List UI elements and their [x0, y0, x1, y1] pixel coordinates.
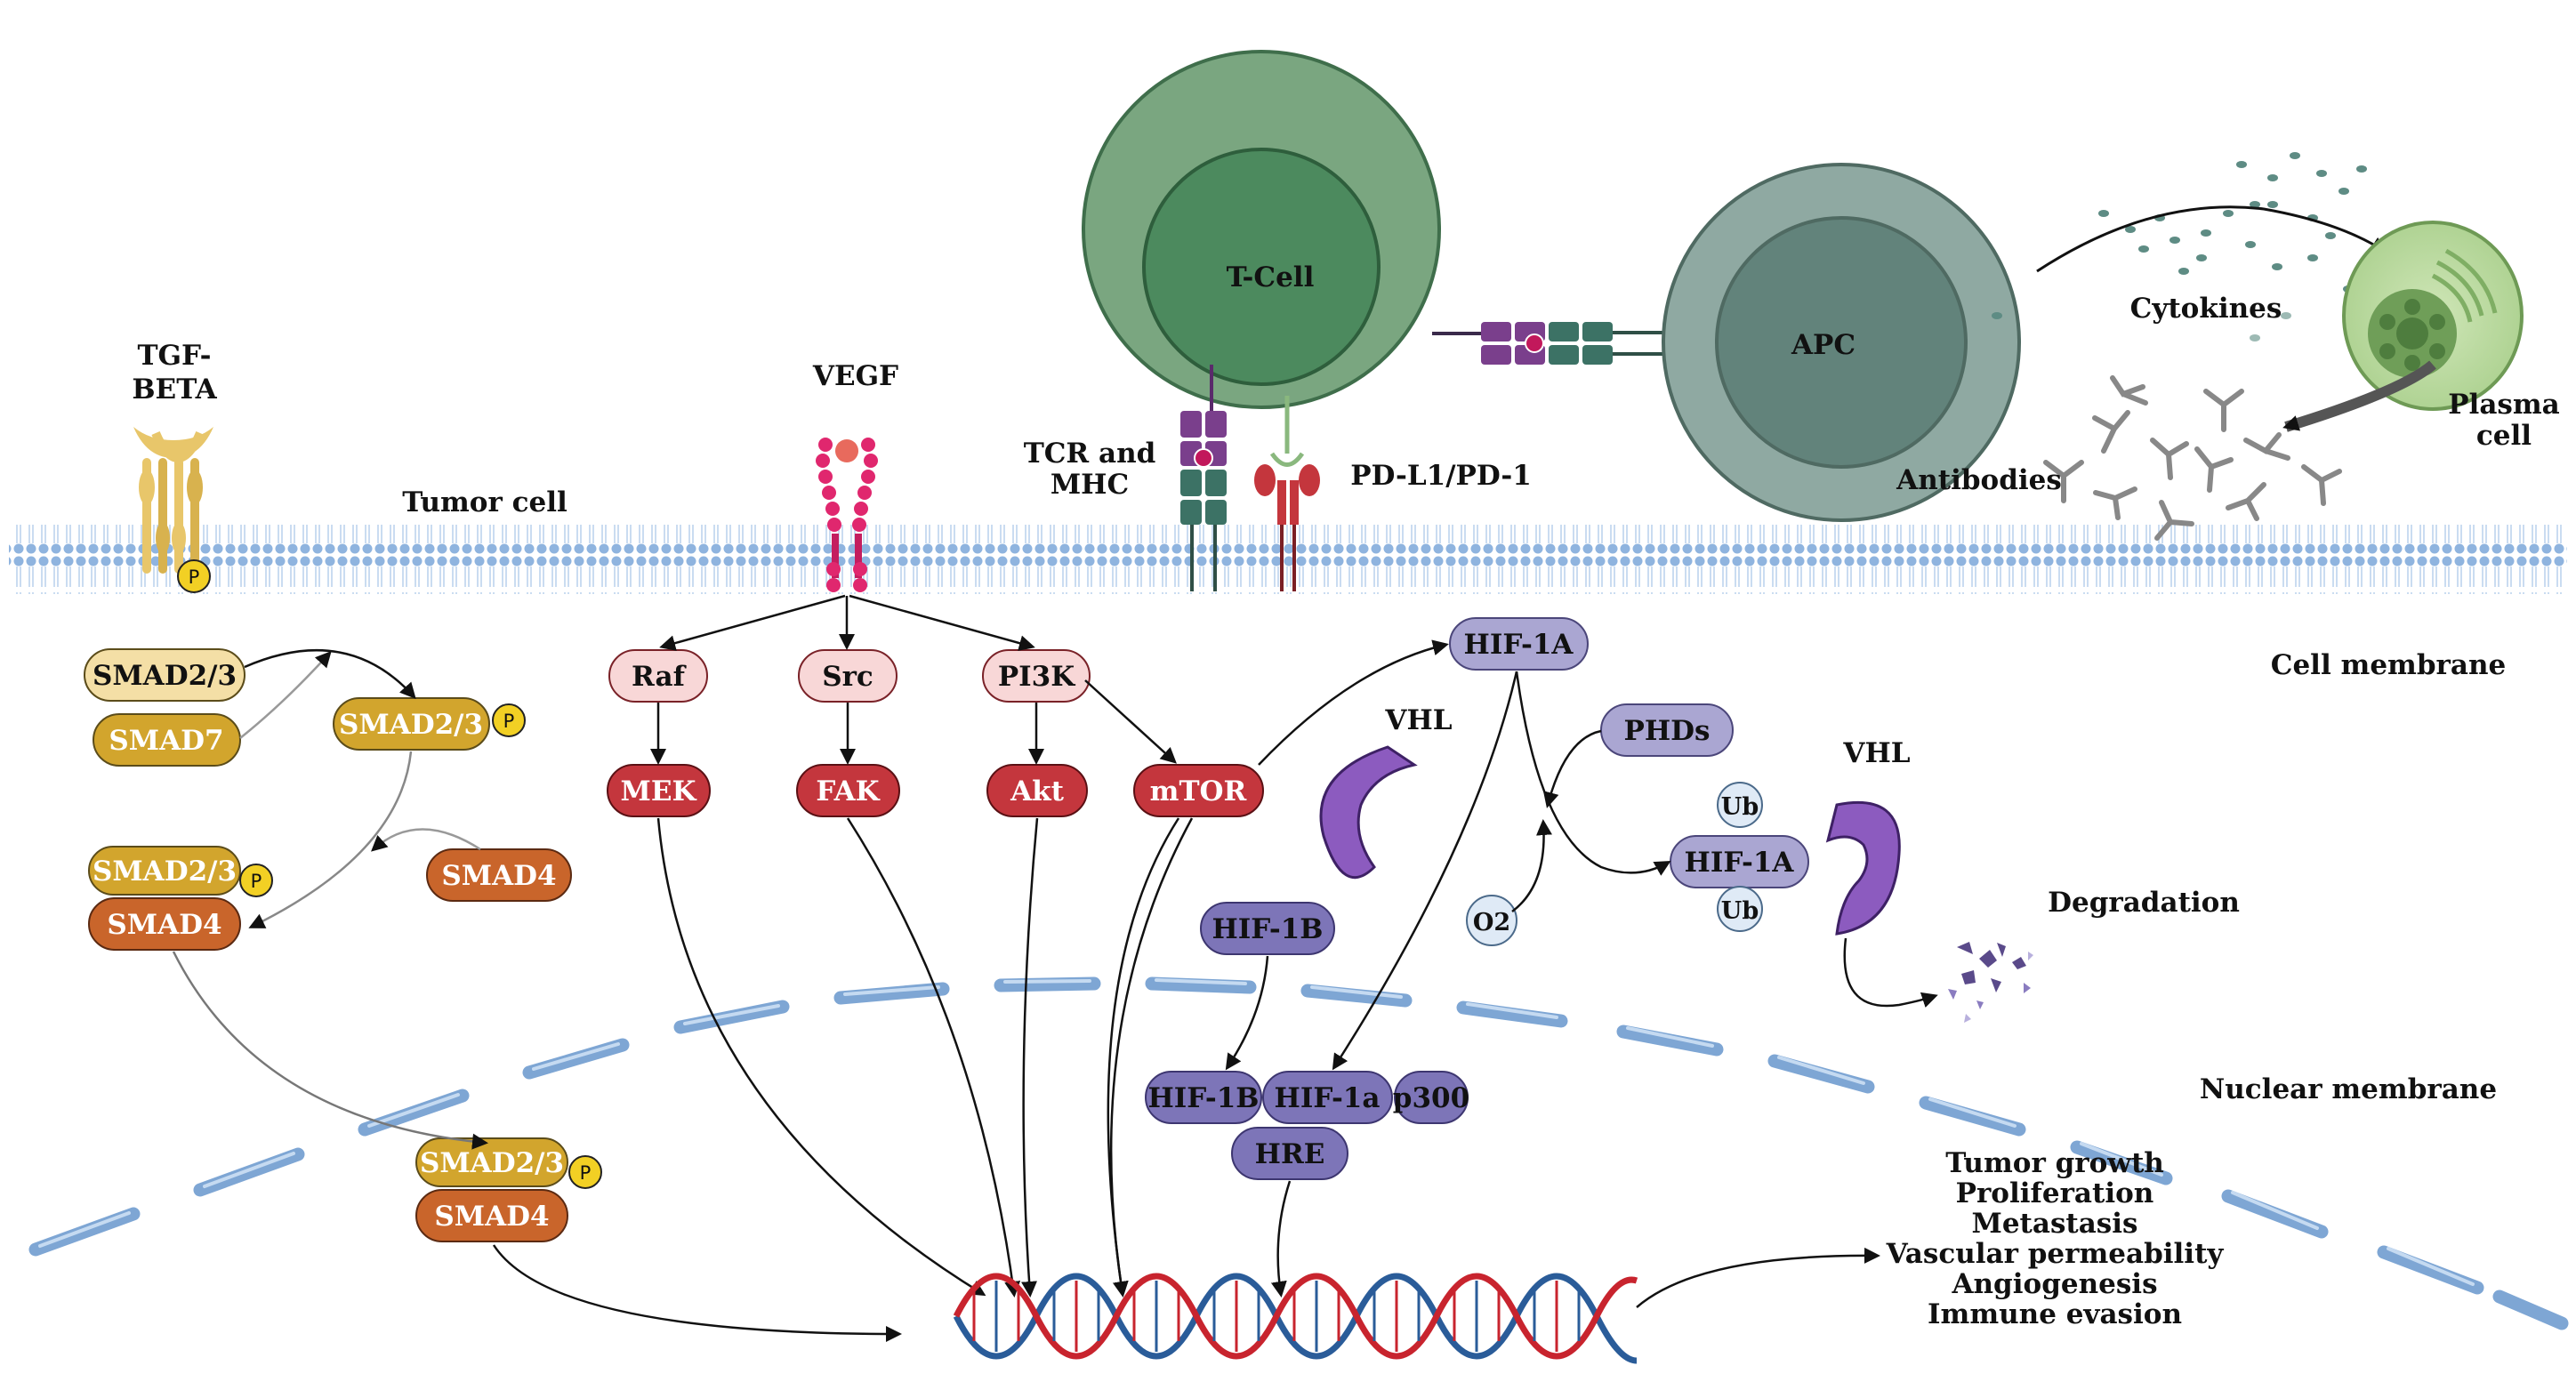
svg-text:MEK: MEK — [621, 775, 697, 807]
tgf-beta-label-line2: BETA — [132, 374, 217, 406]
smad4-free-pill: SMAD4 — [426, 848, 572, 902]
outcome-item: Vascular permeability — [1886, 1238, 2225, 1270]
vhl-left-icon — [1319, 745, 1418, 880]
degradation-label: Degradation — [2048, 887, 2240, 919]
svg-text:SMAD2/3: SMAD2/3 — [339, 709, 483, 741]
plasma-cell-label-line2: cell — [2476, 420, 2532, 452]
svg-text:O2: O2 — [1473, 909, 1510, 936]
tcr-mhc-label-line2: MHC — [1051, 469, 1129, 501]
vhl-right-label: VHL — [1842, 737, 1910, 769]
svg-text:HIF-1A: HIF-1A — [1464, 629, 1574, 661]
ub-bottom-badge: Ub — [1717, 886, 1763, 932]
svg-text:Akt: Akt — [1010, 775, 1065, 807]
outcome-item: Metastasis — [1972, 1208, 2138, 1240]
antibody-icons — [2043, 375, 2342, 541]
degradation-fragments — [1948, 942, 2033, 1023]
tumor-cell-label: Tumor cell — [402, 486, 568, 518]
hif1a-ub-pill: HIF-1A — [1670, 835, 1809, 888]
raf-pill: Raf — [608, 649, 708, 703]
svg-text:HIF-1B: HIF-1B — [1212, 913, 1323, 945]
outcome-item: Immune evasion — [1928, 1298, 2182, 1330]
hif-nuclear-complex: HIF-1B HIF-1a p300 HRE — [1145, 1071, 1469, 1180]
vegf-receptor — [816, 438, 878, 592]
svg-text:HIF-1a: HIF-1a — [1275, 1082, 1381, 1114]
smad-complex-nucleus: SMAD2/3 P SMAD4 — [415, 1137, 602, 1242]
hif1a-pill-top: HIF-1A — [1449, 617, 1589, 671]
akt-pill: Akt — [986, 764, 1088, 817]
svg-text:SMAD4: SMAD4 — [107, 909, 221, 941]
svg-text:HRE: HRE — [1255, 1138, 1325, 1170]
mek-pill: MEK — [607, 764, 711, 817]
nuclear-membrane-label: Nuclear membrane — [2200, 1073, 2497, 1105]
hif1b-pill: HIF-1B — [1200, 902, 1335, 955]
outcome-item: Angiogenesis — [1951, 1268, 2157, 1300]
tgf-beta-label-line1: TGF- — [137, 340, 211, 372]
vegf-label: VEGF — [812, 360, 898, 392]
svg-text:p300: p300 — [1393, 1082, 1469, 1114]
mtor-pill: mTOR — [1133, 764, 1264, 817]
vhl-right-icon — [1825, 800, 1901, 936]
pi3k-pill: PI3K — [982, 649, 1091, 703]
svg-text:SMAD7: SMAD7 — [109, 725, 223, 757]
cytokines-label: Cytokines — [2130, 293, 2282, 325]
outcome-item: Proliferation — [1956, 1177, 2154, 1209]
svg-text:P: P — [503, 711, 515, 732]
antibodies-label: Antibodies — [1896, 464, 2062, 496]
plasma-cell — [2342, 221, 2524, 411]
tcell-apc-synapse — [1432, 322, 1681, 365]
svg-text:SMAD4: SMAD4 — [434, 1201, 549, 1233]
nuclear-membrane — [28, 976, 2569, 1330]
fak-pill: FAK — [796, 764, 900, 817]
phds-pill: PHDs — [1600, 703, 1734, 757]
svg-text:PI3K: PI3K — [998, 661, 1075, 693]
tcr-mhc-complex — [1180, 365, 1227, 591]
vhl-left-label: VHL — [1384, 704, 1452, 736]
svg-text:FAK: FAK — [816, 775, 880, 807]
pd1-pdl1-complex — [1254, 396, 1320, 591]
smad23-pill-b: SMAD2/3 P — [333, 697, 526, 751]
svg-text:Ub: Ub — [1721, 897, 1759, 925]
smad-complex-cytoplasm: SMAD2/3 P SMAD4 — [88, 846, 273, 951]
outcome-item: Tumor growth — [1945, 1147, 2164, 1179]
svg-text:P: P — [189, 566, 200, 588]
svg-text:HIF-1B: HIF-1B — [1147, 1082, 1259, 1114]
svg-text:mTOR: mTOR — [1150, 775, 1247, 807]
apc-label: APC — [1791, 329, 1856, 361]
pdl1-pd1-label: PD-L1/PD-1 — [1350, 460, 1532, 492]
tgf-beta-receptor — [133, 427, 213, 574]
t-cell-label: T-Cell — [1227, 261, 1315, 293]
outcome-list: Tumor growth Proliferation Metastasis Va… — [1886, 1147, 2225, 1330]
ub-top-badge: Ub — [1717, 782, 1763, 828]
svg-text:P: P — [251, 871, 262, 892]
dna-helix — [953, 1273, 1638, 1364]
tcr-mhc-label-line1: TCR and — [1024, 438, 1156, 470]
t-cell — [1082, 50, 1441, 409]
phospho-badge: P — [177, 559, 211, 593]
svg-text:PHDs: PHDs — [1624, 715, 1711, 747]
svg-text:SMAD2/3: SMAD2/3 — [93, 660, 237, 692]
svg-text:Raf: Raf — [632, 661, 687, 693]
plasma-cell-label-line1: Plasma — [2448, 389, 2560, 421]
svg-text:SMAD4: SMAD4 — [441, 860, 556, 892]
smad23-pill-a: SMAD2/3 — [84, 648, 246, 702]
smad7-pill: SMAD7 — [93, 713, 241, 767]
o2-badge: O2 — [1466, 895, 1517, 946]
svg-text:HIF-1A: HIF-1A — [1685, 847, 1795, 879]
cell-membrane-label: Cell membrane — [2271, 649, 2506, 681]
svg-text:P: P — [580, 1162, 592, 1184]
svg-text:Ub: Ub — [1721, 793, 1759, 821]
svg-text:SMAD2/3: SMAD2/3 — [93, 856, 237, 888]
apc-cell — [1662, 163, 2021, 522]
cell-membrane — [9, 525, 2567, 594]
svg-text:SMAD2/3: SMAD2/3 — [420, 1147, 564, 1179]
svg-text:Src: Src — [822, 661, 873, 693]
src-pill: Src — [798, 649, 898, 703]
